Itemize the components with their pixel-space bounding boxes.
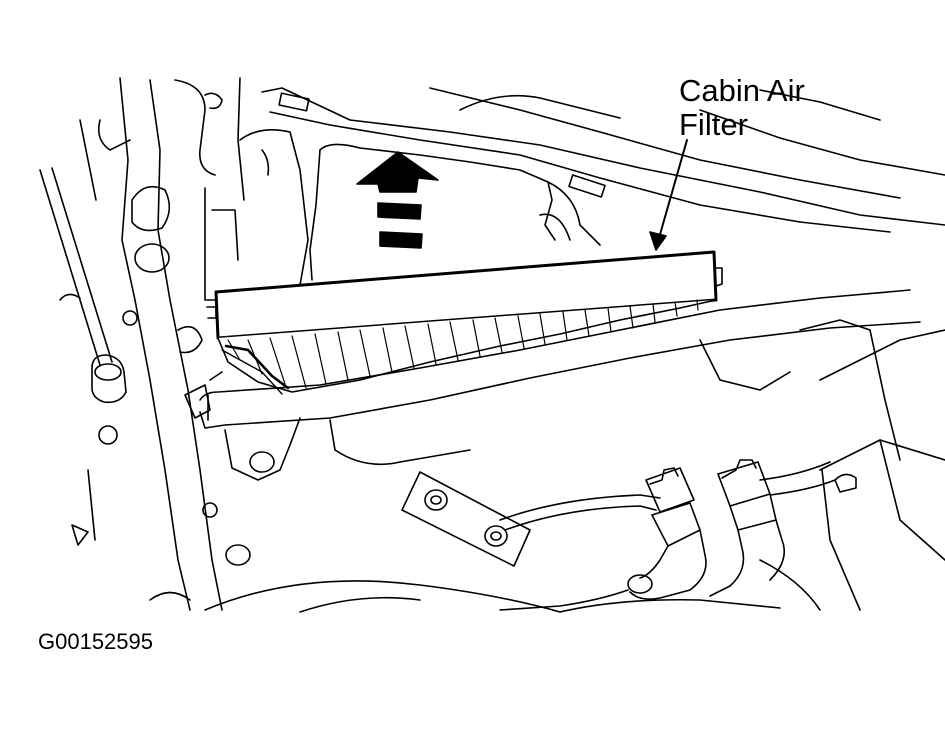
right-panel: [819, 329, 945, 611]
support-rod: [39, 167, 127, 404]
figure-id: G00152595: [38, 629, 153, 654]
wiring-harness: [499, 459, 836, 611]
filter-housing: [239, 87, 945, 286]
cross-member: [199, 289, 921, 481]
callout-line-2: Filter: [679, 107, 748, 143]
callout-line-1: Cabin Air: [679, 73, 805, 108]
mounting-bracket: [401, 471, 531, 567]
up-arrow-icon: [356, 151, 439, 249]
cabin-air-filter-label: Cabin Air Filter: [679, 73, 879, 143]
lower-structure: [149, 559, 821, 613]
callout-leader: [649, 139, 688, 251]
left-body-panel: [59, 77, 251, 611]
cabin-air-filter: [206, 250, 723, 395]
